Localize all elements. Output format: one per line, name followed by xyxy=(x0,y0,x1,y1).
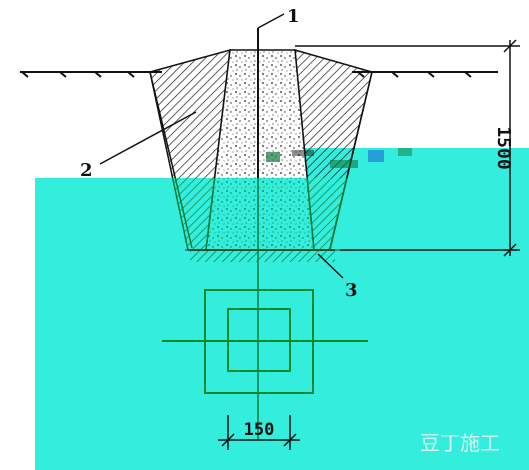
marker-label-1: 1 xyxy=(287,6,300,27)
depth-dimension-value: 1500 xyxy=(493,126,514,169)
render-artifacts xyxy=(266,148,412,168)
leader-line-3 xyxy=(317,253,344,279)
pit-section-upper xyxy=(149,48,373,178)
marker-label-3: 3 xyxy=(345,280,358,301)
depth-dimension xyxy=(295,39,520,257)
leader-line-2 xyxy=(99,111,197,165)
width-dimension-value: 150 xyxy=(244,420,275,440)
plan-view xyxy=(162,289,368,394)
width-dimension xyxy=(218,415,300,450)
marker-label-2: 2 xyxy=(80,160,93,181)
leader-line-1 xyxy=(257,13,285,29)
watermark-text: 豆丁施工 xyxy=(420,431,500,455)
